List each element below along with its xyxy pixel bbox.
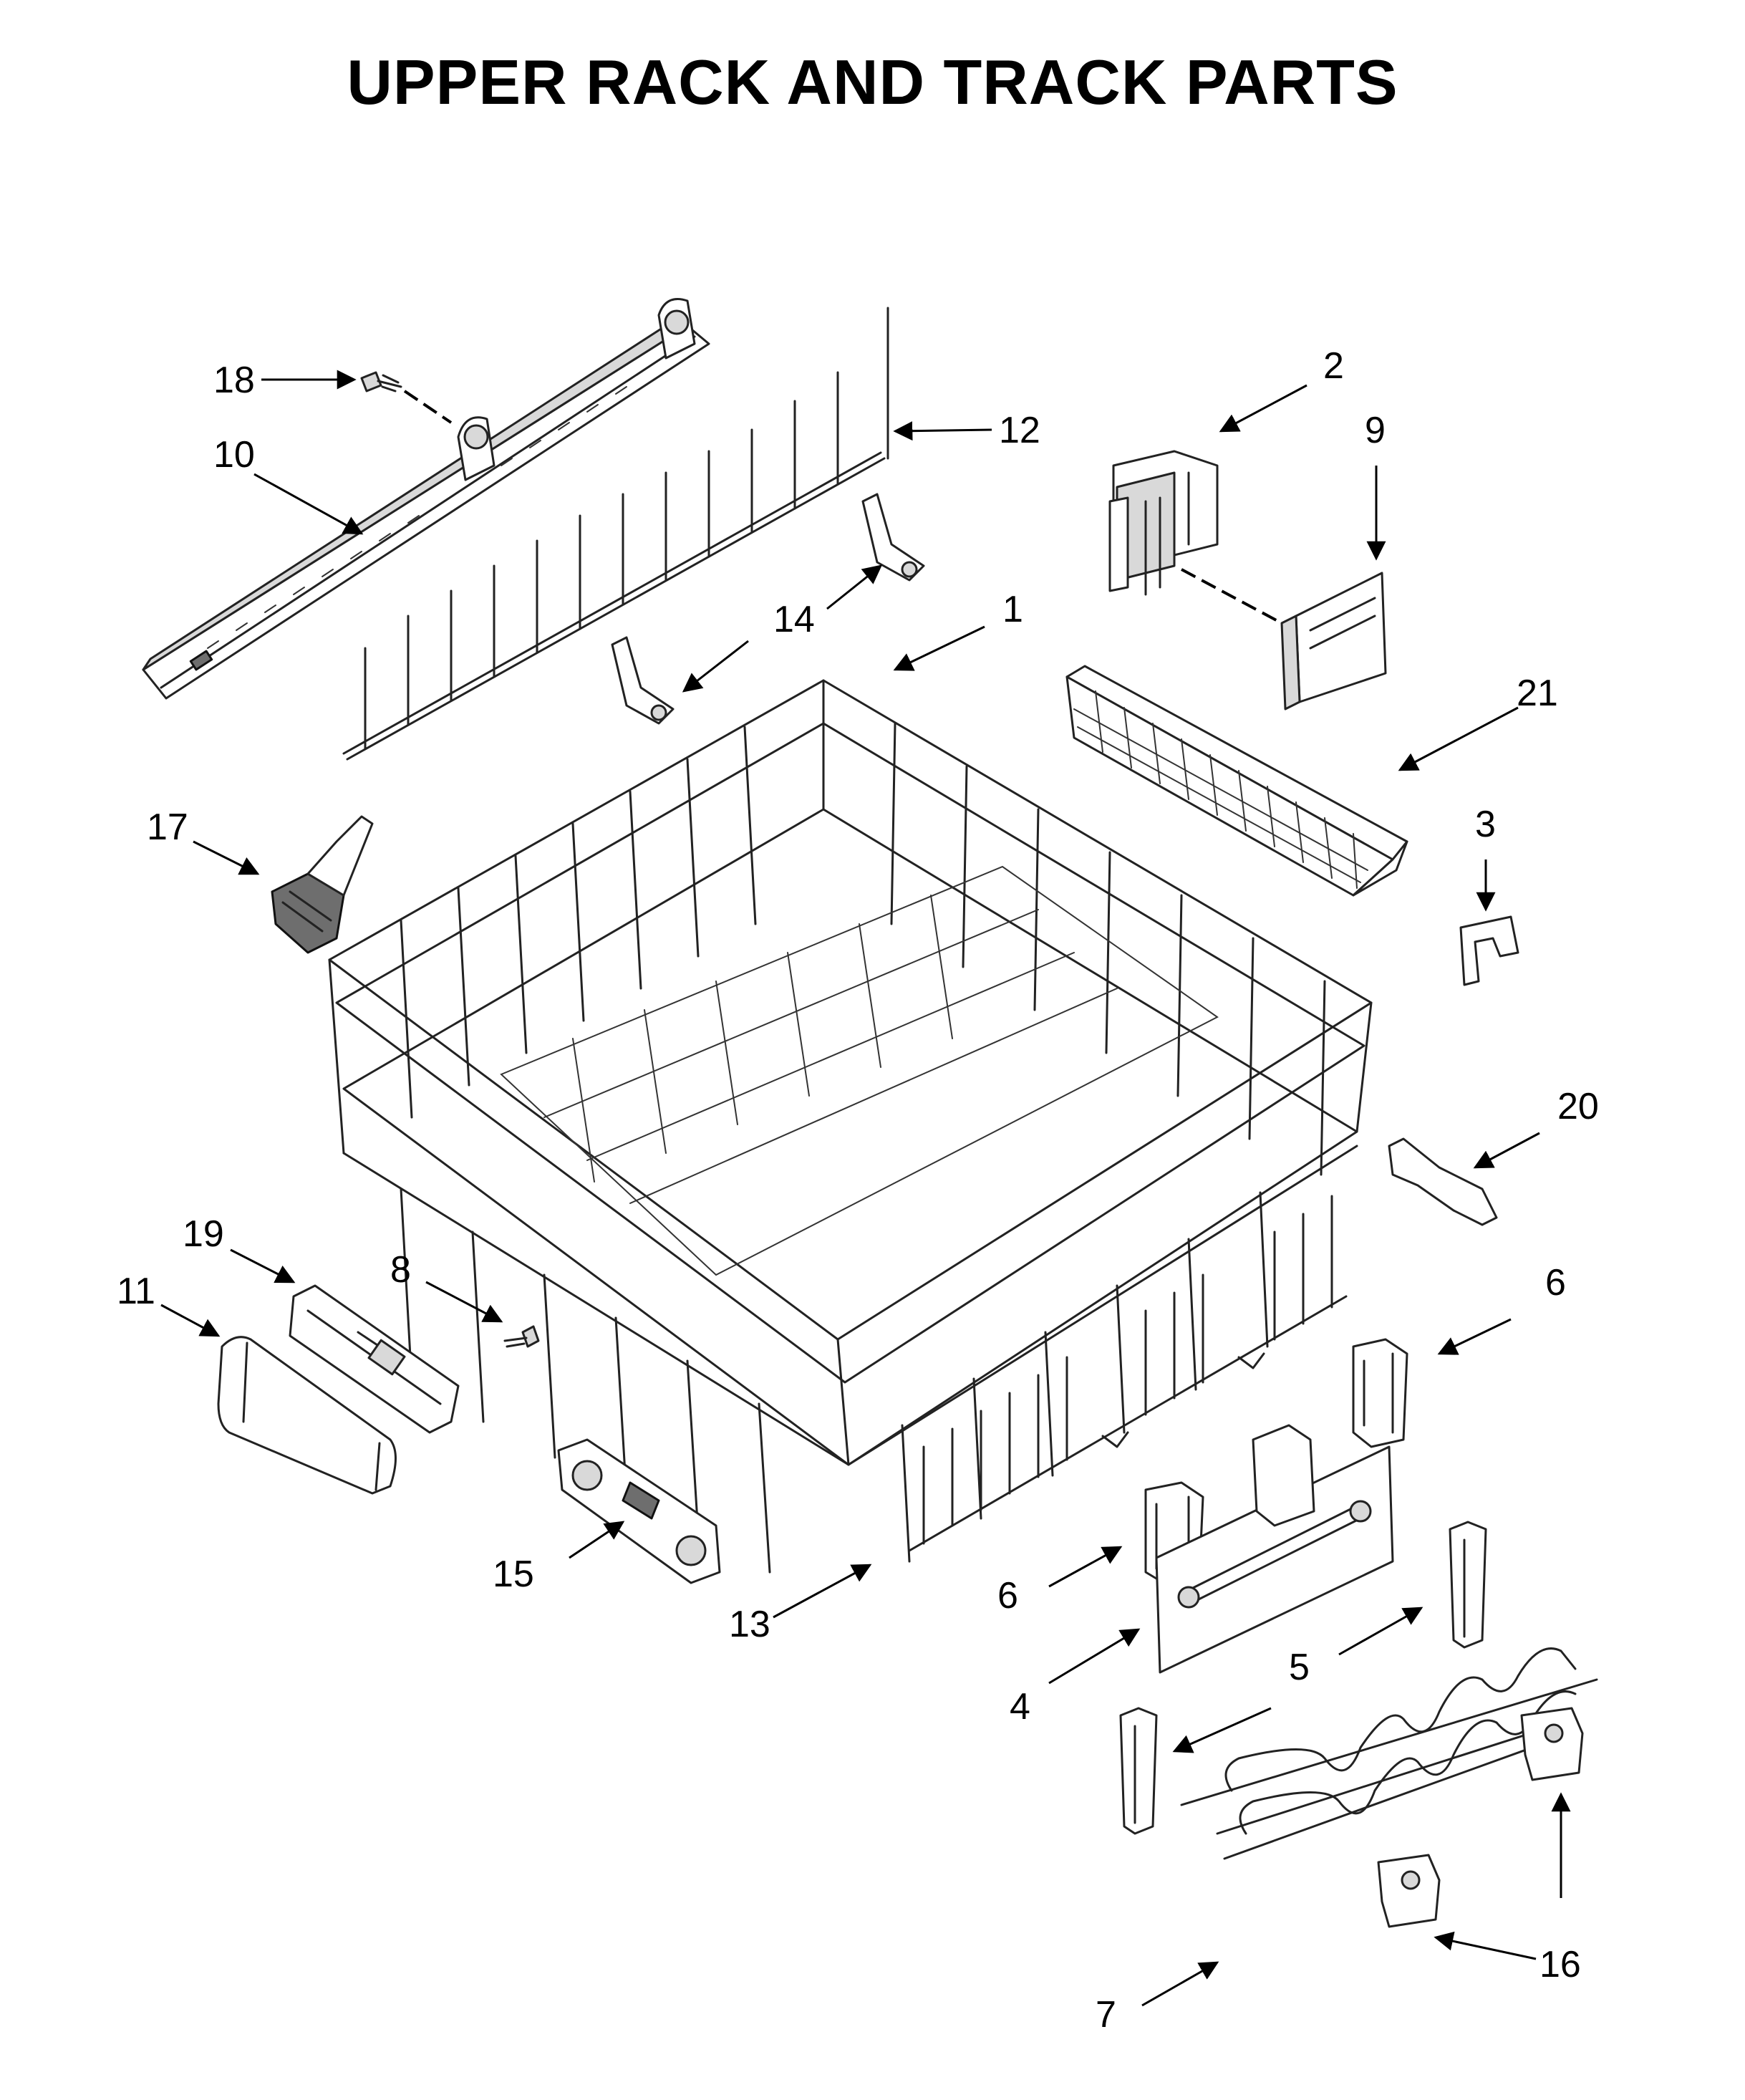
leader-lines [160, 370, 1571, 2007]
callout-18: 18 [213, 360, 255, 401]
diagram-title: UPPER RACK AND TRACK PARTS [347, 47, 1398, 117]
part-shelf-clip-16 [1377, 1707, 1584, 1928]
callout-14: 14 [773, 599, 815, 640]
part-adjuster-clip-20 [1388, 1137, 1498, 1226]
callout-17: 17 [147, 806, 188, 848]
callout-11: 11 [117, 1271, 155, 1312]
part-screw-18 [360, 371, 453, 424]
callout-1: 1 [1002, 589, 1023, 630]
part-wheel-clip-17 [271, 815, 374, 954]
part-utensil-basket-21 [1065, 665, 1408, 897]
part-bracket-2 [1108, 450, 1219, 596]
callout-20: 20 [1557, 1086, 1599, 1127]
callout-4: 4 [1010, 1686, 1030, 1728]
part-roller-15 [557, 1438, 721, 1584]
callout-10: 10 [213, 434, 255, 476]
part-handle-base-19 [289, 1284, 460, 1434]
callout-2: 2 [1323, 345, 1344, 387]
part-guide-5a [1449, 1521, 1487, 1649]
part-upper-rack-1 [328, 679, 1373, 1574]
callout-6a: 6 [1545, 1262, 1566, 1304]
callout-5: 5 [1289, 1647, 1310, 1688]
part-latch-6a [1352, 1338, 1408, 1448]
part-handle-screw-8 [503, 1325, 540, 1348]
callout-9: 9 [1365, 410, 1386, 451]
callout-7: 7 [1096, 1994, 1116, 2036]
callout-19: 19 [183, 1213, 224, 1255]
part-track-10 [142, 298, 710, 700]
callout-6b: 6 [997, 1575, 1018, 1617]
callout-labels: 18 10 12 2 9 14 1 21 17 3 20 19 8 11 6 1… [117, 345, 1599, 2036]
callout-21: 21 [1517, 673, 1558, 714]
part-handle-cover-11 [217, 1336, 397, 1495]
part-cover-9 [1280, 572, 1387, 711]
part-tine-row-13 [908, 1195, 1348, 1552]
part-adjuster-4 [1155, 1424, 1394, 1674]
part-clip-14 [611, 493, 925, 725]
callout-12: 12 [999, 410, 1040, 451]
callout-16: 16 [1539, 1944, 1581, 1985]
part-tine-row-12 [342, 307, 889, 761]
callout-13: 13 [729, 1604, 770, 1645]
part-guide-5b [1119, 1707, 1158, 1835]
part-stop-clip-3 [1459, 915, 1519, 986]
callout-3: 3 [1475, 804, 1496, 845]
callout-8: 8 [390, 1249, 411, 1291]
callout-15: 15 [493, 1554, 534, 1595]
